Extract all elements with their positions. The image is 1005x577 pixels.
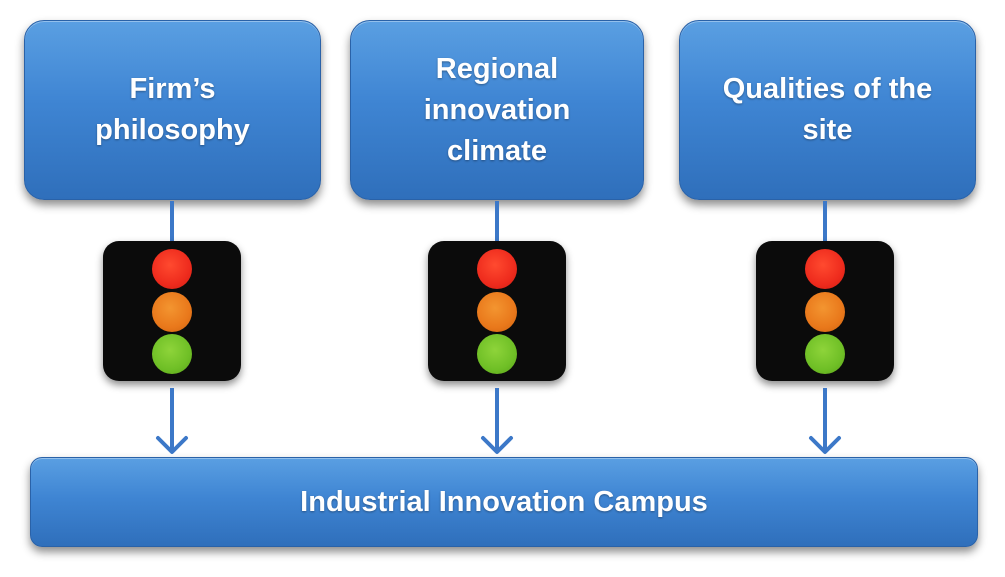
red-lamp: [477, 249, 517, 289]
traffic-light-icon: [756, 241, 894, 381]
traffic-light-icon: [103, 241, 241, 381]
green-lamp: [152, 334, 192, 374]
orange-lamp: [805, 292, 845, 332]
industrial-innovation-campus-box: Industrial Innovation Campus: [30, 457, 978, 547]
qualities-of-site-box: Qualities of the site: [679, 20, 976, 200]
connector-line-2: [495, 201, 499, 241]
traffic-light-icon: [428, 241, 566, 381]
green-lamp: [805, 334, 845, 374]
orange-lamp: [477, 292, 517, 332]
down-arrow-icon: [809, 388, 841, 454]
firms-philosophy-box: Firm’s philosophy: [24, 20, 321, 200]
qualities-of-site-label: Qualities of the site: [722, 73, 933, 146]
connector-line-3: [823, 201, 827, 241]
red-lamp: [152, 249, 192, 289]
down-arrow-icon: [481, 388, 513, 454]
firms-philosophy-label: Firm’s philosophy: [95, 73, 250, 146]
connector-line-1: [170, 201, 174, 241]
industrial-innovation-campus-label: Industrial Innovation Campus: [300, 485, 708, 518]
green-lamp: [477, 334, 517, 374]
down-arrow-icon: [156, 388, 188, 454]
regional-innovation-climate-box: Regional innovation climate: [350, 20, 644, 200]
regional-innovation-climate-label: Regional innovation climate: [423, 52, 571, 167]
orange-lamp: [152, 292, 192, 332]
red-lamp: [805, 249, 845, 289]
